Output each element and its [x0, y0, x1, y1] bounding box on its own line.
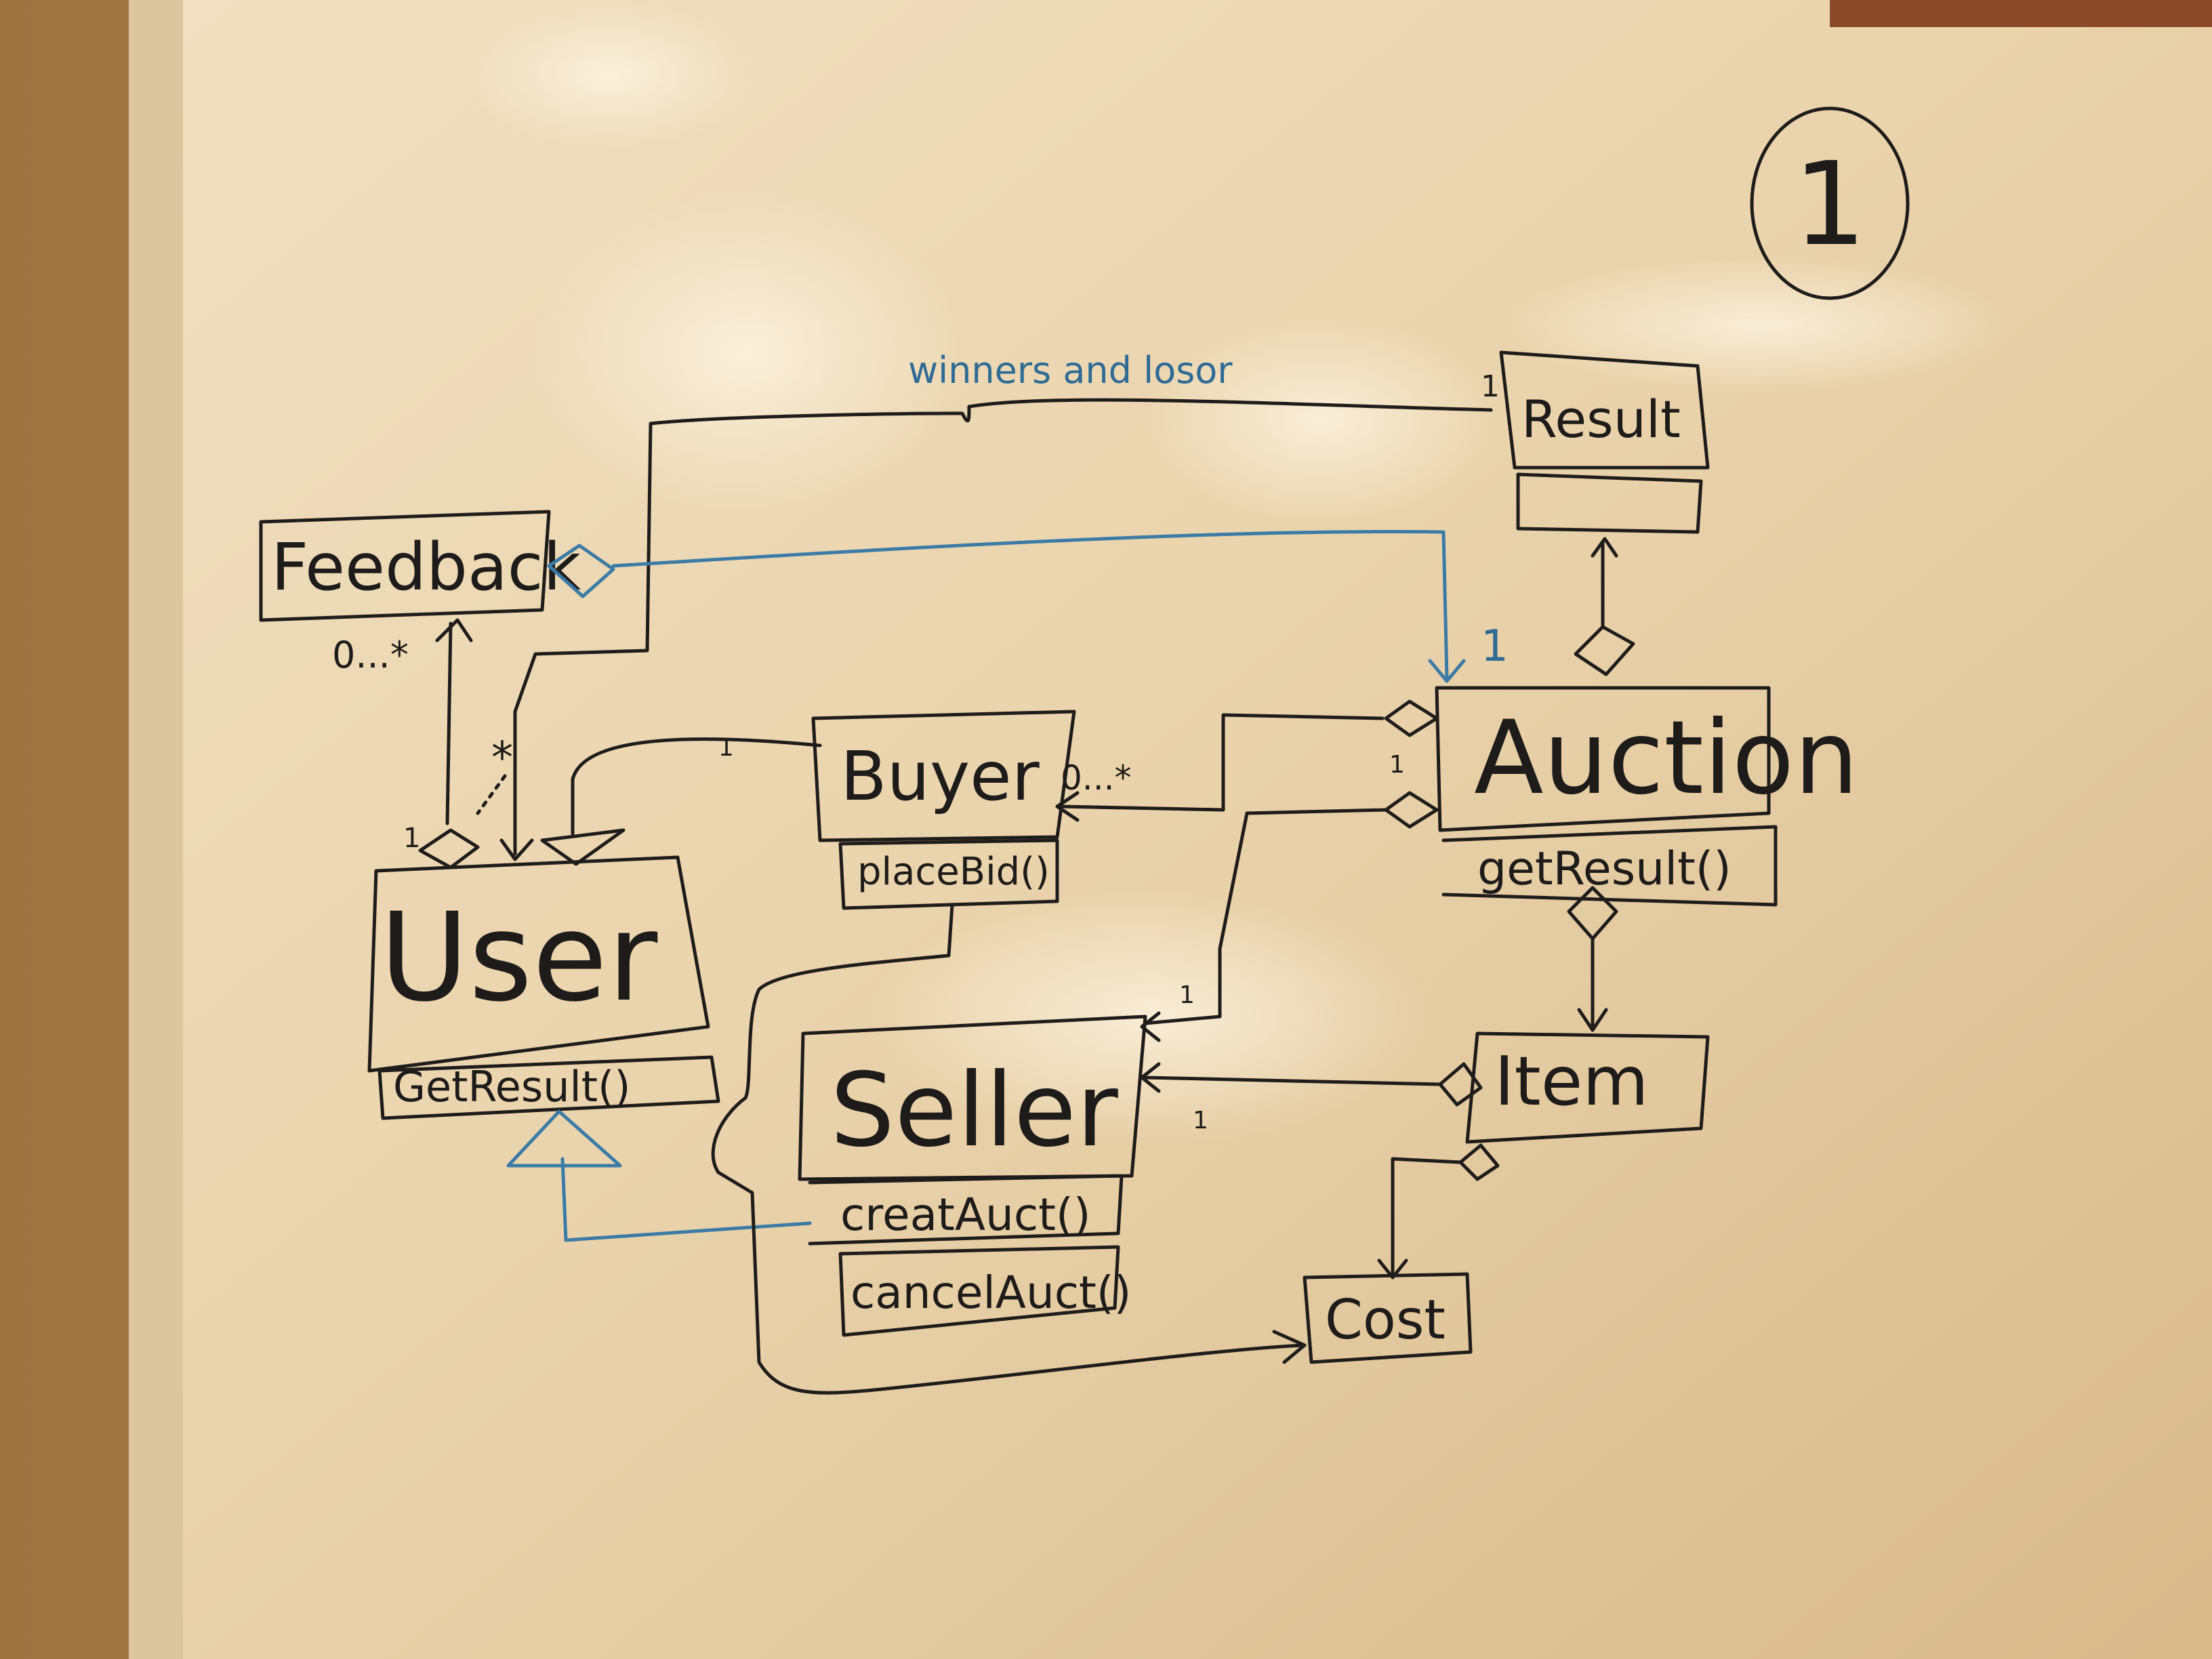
auction-item-diamond — [1567, 886, 1618, 941]
seller-cost-arrowhead — [1272, 1330, 1307, 1364]
buyer-method-box — [838, 838, 1059, 910]
feedback-aggregation-diamond — [547, 544, 615, 598]
buyer-seller-cost-link — [711, 903, 1307, 1395]
item-name: Item — [1494, 1042, 1649, 1121]
item-seller-diamond — [1438, 1062, 1483, 1107]
auction-seller-arrowhead — [1140, 1011, 1161, 1042]
result-attr-box — [1516, 472, 1703, 534]
item-seller-link — [1143, 1076, 1442, 1086]
user-name: User — [380, 887, 657, 1029]
item-box — [1465, 1031, 1710, 1144]
page-number-circle — [1750, 106, 1910, 300]
buyer-user-link — [571, 737, 822, 836]
auction-box — [1435, 686, 1771, 832]
buyer-user-triangle — [540, 828, 626, 866]
page-number-text: 1 — [1793, 138, 1866, 272]
glare — [529, 190, 962, 515]
seller-multiplicity-1b: 1 — [1193, 1107, 1208, 1134]
seller-user-triangle — [506, 1109, 622, 1168]
auction-multiplicity-blue: 1 — [1481, 621, 1509, 672]
whiteboard-surface — [183, 0, 2212, 1659]
item-class: Item — [1465, 1031, 1710, 1144]
auction-result-diamond — [1574, 625, 1635, 676]
buyer-name: Buyer — [840, 737, 1040, 816]
result-multiplicity: 1 — [1481, 369, 1500, 404]
item-seller-arrowhead — [1140, 1062, 1161, 1093]
result-class: Result 1 — [1481, 350, 1710, 534]
user-star-multiplicity: * — [491, 733, 513, 783]
user-arrowhead — [499, 838, 534, 861]
user-multiplicity-1: 1 — [403, 823, 420, 854]
user-aggregation-diamond — [418, 828, 480, 869]
cost-class: Cost — [1303, 1272, 1473, 1364]
seller-class: Seller creatAuct() cancelAuct() — [798, 1015, 1147, 1337]
auction-buyer-arrowhead — [1055, 791, 1080, 822]
board-top-edge — [1830, 0, 2212, 27]
feedback-class: Feedback 0...* — [259, 510, 581, 676]
item-cost-diamond — [1458, 1143, 1500, 1181]
feedback-user-arrowhead — [435, 618, 473, 642]
auction-method: getResult() — [1477, 842, 1732, 896]
feedback-user-link — [445, 621, 453, 825]
auction-name: Auction — [1474, 699, 1858, 817]
seller-method-2: cancelAuct() — [851, 1267, 1131, 1319]
auction-seller-diamond — [1384, 791, 1439, 829]
board-frame-left — [129, 0, 190, 1659]
user-dotted-line — [476, 774, 507, 815]
item-cost-link — [1391, 1157, 1462, 1276]
result-box — [1499, 350, 1710, 470]
user-method: GetResult() — [393, 1062, 630, 1111]
page-number-badge: 1 — [1750, 106, 1910, 300]
glare — [1145, 319, 1498, 522]
buyer-box — [811, 710, 1076, 842]
seller-method-box-2 — [838, 1245, 1120, 1337]
buyer-multiplicity-0-many: 0...* — [1061, 758, 1132, 798]
feedback-name: Feedback — [271, 529, 581, 605]
auction-method-box — [1441, 825, 1778, 907]
feedback-auction-link — [611, 529, 1449, 680]
cost-name: Cost — [1325, 1288, 1446, 1351]
seller-user-link — [560, 1157, 812, 1242]
feedback-box — [259, 510, 551, 622]
auction-result-arrowhead — [1591, 537, 1618, 558]
buyer-multiplicity-1: 1 — [718, 734, 734, 762]
result-user-link — [513, 398, 1493, 856]
item-cost-arrowhead — [1377, 1258, 1408, 1279]
feedback-multiplicity: 0...* — [332, 634, 409, 676]
auction-class: Auction getResult() — [1435, 686, 1858, 907]
buyer-class: Buyer placeBid() 0...* — [811, 710, 1132, 910]
auction-buyer-link — [1059, 713, 1385, 812]
user-class: User GetResult() * — [367, 733, 720, 1120]
auction-seller-link — [1143, 808, 1388, 1025]
auction-multiplicity-1: 1 — [1389, 751, 1405, 779]
winners-losor-label: winners and losor — [908, 349, 1233, 392]
glare — [1504, 258, 2020, 393]
cost-box — [1303, 1272, 1473, 1364]
auction-item-arrowhead — [1577, 1008, 1608, 1032]
user-method-box — [377, 1055, 720, 1120]
seller-name: Seller — [830, 1052, 1118, 1170]
seller-method-box-1 — [808, 1174, 1124, 1246]
feedback-auction-arrowhead — [1428, 659, 1466, 683]
glare — [461, 0, 759, 149]
seller-method-1: creatAuct() — [840, 1189, 1091, 1241]
buyer-method: placeBid() — [857, 850, 1050, 894]
result-name: Result — [1521, 389, 1681, 449]
seller-box — [798, 1015, 1147, 1181]
seller-multiplicity-1a: 1 — [1179, 981, 1195, 1009]
